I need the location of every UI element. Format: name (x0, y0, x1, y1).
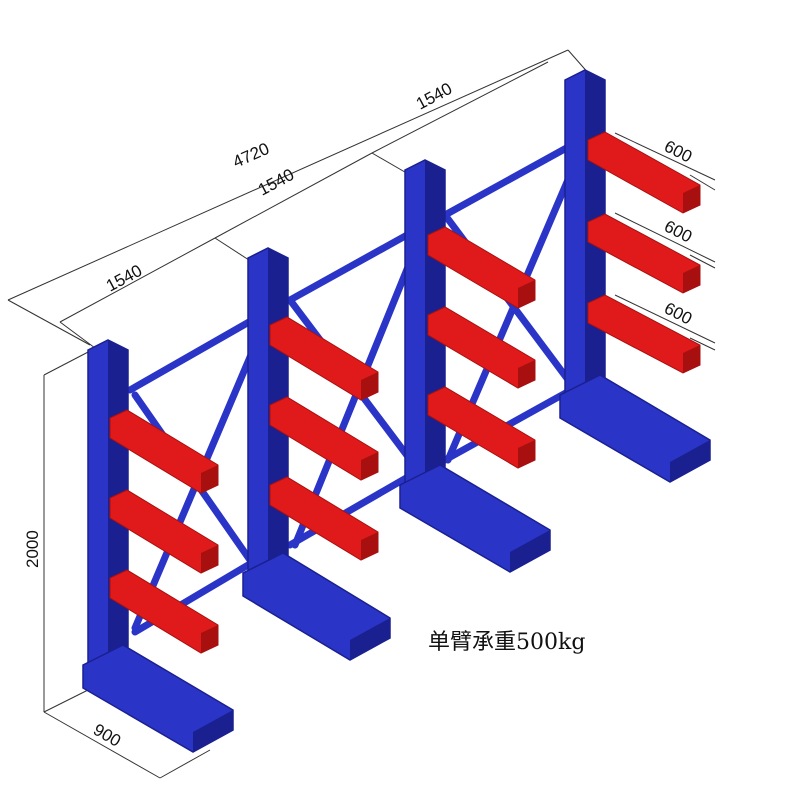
dim-line-arm-1 (614, 132, 716, 181)
arms-column-1 (109, 409, 219, 654)
top-beam-1 (126, 306, 274, 394)
load-capacity-caption: 单臂承重500kg (428, 630, 586, 655)
dim-label-arm-3: 600 (661, 299, 695, 329)
dim-label-height: 2000 (23, 530, 42, 568)
dim-label-arm-1: 600 (661, 137, 695, 167)
dim-line-bay-3 (371, 61, 549, 154)
dim-label-bay-3: 1540 (413, 79, 455, 114)
dim-label-base: 900 (90, 720, 124, 751)
dim-label-total: 4720 (230, 139, 272, 172)
dim-label-bay-2: 1540 (255, 165, 297, 200)
dim-line-base (43, 711, 161, 779)
arms-column-2 (269, 316, 379, 561)
dim-line-bay-2 (214, 152, 373, 239)
dim-line-total (7, 49, 569, 301)
top-beam-2 (286, 221, 429, 304)
bottom-beam-2 (286, 466, 424, 549)
dim-line-arm-2 (614, 212, 716, 263)
arms-column-4 (587, 131, 701, 374)
arms-column-3 (427, 226, 536, 469)
dimension-lines (7, 49, 716, 779)
dim-line-bay-1 (59, 237, 216, 323)
dim-line-arm-3 (614, 294, 716, 344)
dim-label-bay-1: 1540 (103, 261, 145, 296)
bottom-beam-3 (441, 381, 584, 464)
dim-label-arm-2: 600 (661, 217, 695, 247)
